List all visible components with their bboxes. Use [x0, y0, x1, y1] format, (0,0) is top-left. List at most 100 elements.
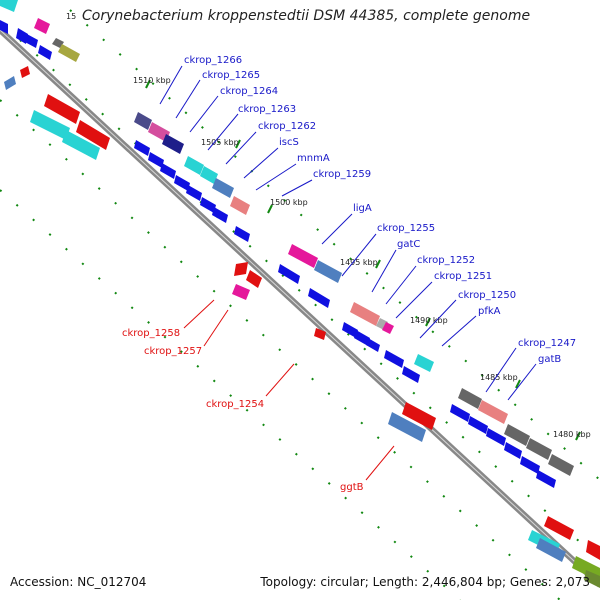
gene-block	[504, 424, 530, 446]
cds-arrow	[366, 338, 380, 352]
gene-label: ligA	[353, 203, 372, 214]
tick-mark	[515, 379, 521, 389]
cds-arrow	[536, 470, 556, 488]
leader-line	[321, 213, 353, 245]
gene-label: mnmA	[297, 153, 330, 164]
tick-mark	[145, 79, 151, 89]
tick-label: 1485 kbp	[480, 373, 518, 382]
gene-block	[52, 38, 64, 48]
leader-line	[395, 281, 433, 319]
cds-arrow	[308, 288, 330, 308]
leader-line	[183, 299, 215, 329]
gene-label: ckrop_1247	[518, 338, 576, 349]
leader-line	[507, 363, 537, 401]
cds-arrow	[504, 442, 522, 459]
leader-line	[203, 309, 229, 347]
gene-block	[288, 244, 318, 268]
tick-mark	[267, 204, 273, 214]
cds-arrow	[212, 207, 228, 223]
gene-label: ckrop_1259	[313, 169, 371, 180]
leader-line	[365, 445, 395, 481]
gene-block	[246, 270, 262, 288]
leader-line	[485, 347, 517, 393]
gene-block	[44, 94, 80, 124]
leader-line	[419, 299, 457, 339]
gene-block	[586, 540, 600, 560]
gene-block	[382, 322, 394, 334]
title-prefix: 15	[66, 12, 77, 21]
gene-block	[536, 538, 566, 562]
gene-labels-forward: ckrop_1266 ckrop_1265 ckrop_1264 ckrop_1…	[184, 55, 576, 365]
gene-block	[414, 354, 434, 372]
gene-label: pfkA	[478, 306, 501, 317]
gene-block	[314, 328, 326, 340]
gene-label: ckrop_1258	[122, 328, 180, 339]
gene-blocks-forward	[0, 0, 574, 476]
gene-block	[34, 18, 50, 34]
tick-label: 1500 kbp	[270, 198, 308, 207]
gene-label: ckrop_1252	[417, 255, 475, 266]
gene-block	[526, 438, 552, 460]
cds-arrow	[186, 185, 202, 201]
label-leaders-reverse	[183, 299, 395, 481]
accession-label: Accession: NC_012704	[10, 575, 147, 589]
gene-label: ckrop_1265	[202, 70, 260, 81]
gene-labels-reverse: ckrop_1258 ckrop_1257 ckrop_1254 ggtB	[122, 328, 364, 493]
gene-block	[4, 76, 16, 90]
gene-label: ckrop_1263	[238, 104, 296, 115]
leader-line	[159, 65, 183, 105]
scale-ticks	[145, 79, 581, 441]
cds-arrow	[468, 416, 488, 434]
leader-line	[385, 265, 417, 305]
cds-arrow	[148, 152, 164, 168]
tick-mark	[375, 259, 381, 269]
gene-block	[62, 130, 100, 160]
gene-block	[388, 412, 426, 442]
tick-label: 1495 kbp	[340, 258, 378, 267]
leader-line	[441, 315, 477, 347]
gene-label: ckrop_1254	[206, 399, 264, 410]
cds-track-forward	[0, 20, 556, 488]
gene-block	[200, 166, 218, 184]
gene-label: gatC	[397, 239, 420, 250]
topology-label: Topology: circular; Length: 2,446,804 bp…	[260, 575, 590, 589]
gene-label: ggtB	[340, 482, 364, 493]
label-leaders-forward	[159, 65, 537, 401]
gene-block	[232, 284, 250, 300]
gene-block	[584, 570, 600, 588]
tick-label: 1505 kbp	[201, 138, 239, 147]
gene-label: ckrop_1264	[220, 86, 278, 97]
cds-arrow	[342, 322, 358, 338]
cds-arrow	[0, 20, 8, 34]
guide-line	[0, 99, 561, 600]
gene-block	[30, 110, 70, 140]
gene-label: gatB	[538, 354, 561, 365]
leader-line	[243, 147, 279, 179]
cds-arrow	[23, 33, 38, 48]
cds-arrow	[384, 350, 404, 368]
leader-line	[265, 363, 295, 397]
leader-line	[189, 95, 219, 133]
gene-label: ckrop_1251	[434, 271, 492, 282]
gene-block	[184, 156, 204, 175]
gene-block	[548, 454, 574, 476]
cds-arrow	[520, 456, 540, 474]
cds-arrow	[38, 45, 52, 60]
cds-arrow	[354, 330, 370, 346]
cds-arrow	[402, 366, 420, 383]
backbone	[0, 27, 600, 588]
gene-block	[134, 112, 152, 130]
gene-label: ckrop_1250	[458, 290, 516, 301]
tick-mark	[235, 139, 241, 149]
cds-arrow	[234, 226, 250, 242]
cds-arrow	[450, 404, 470, 422]
gene-block	[544, 516, 574, 540]
cds-arrow	[486, 428, 506, 446]
gene-block	[20, 66, 30, 78]
track-guides	[0, 9, 600, 600]
leader-line	[175, 79, 201, 119]
gene-block	[314, 260, 342, 283]
scale-tick-labels: 1510 kbp 1505 kbp 1500 kbp 1495 kbp 1490…	[133, 76, 591, 439]
leader-line	[255, 163, 297, 191]
